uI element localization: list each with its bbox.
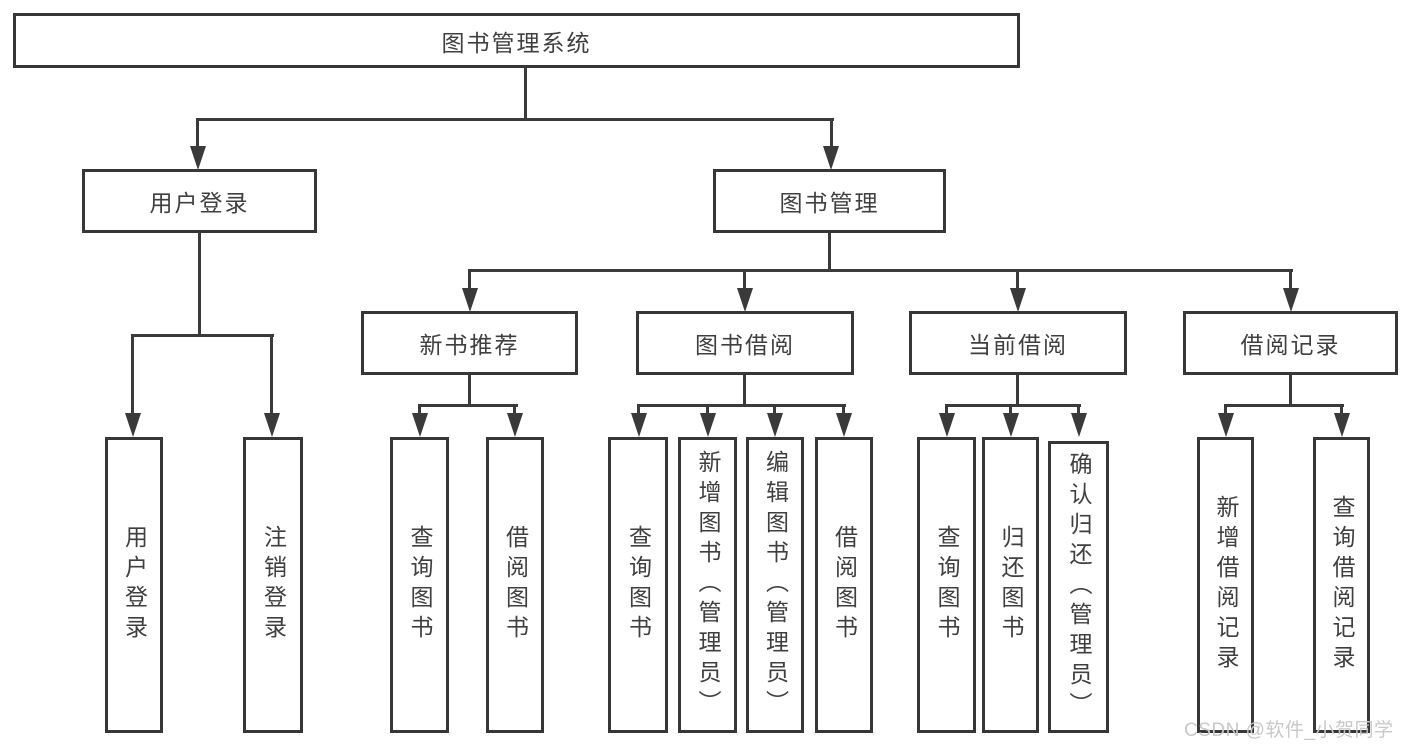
connector-line [830,118,833,146]
connector-line [270,334,273,413]
leaf-add-borrow-record: 新增借阅记录 [1197,437,1254,733]
arrow-down-icon [767,413,783,437]
node-label: 图书管理系统 [441,29,592,56]
connector-line [196,118,199,146]
arrow-down-icon [1010,288,1026,312]
connector-line [1224,404,1227,413]
arrow-down-icon [462,288,478,312]
arrow-down-icon [412,413,428,437]
node-label: 用户登录 [149,190,250,216]
node-current-borrowing: 当前借阅 [909,311,1127,375]
connector-line [945,404,948,413]
node-label: 查询图书 [625,525,652,645]
leaf-borrow-books-recommend: 借阅图书 [486,437,544,733]
connector-line [1289,375,1292,406]
node-label: 图书管理 [779,190,880,216]
leaf-return-books: 归还图书 [982,437,1039,733]
node-new-book-recommend: 新书推荐 [361,311,578,375]
arrow-down-icon [507,413,523,437]
leaf-edit-books-admin: 编辑图书（管理员） [746,437,804,733]
connector-line [1289,269,1292,288]
node-borrow-records: 借阅记录 [1183,311,1398,375]
node-label: 新书推荐 [419,332,520,358]
connector-line [468,269,471,288]
connector-line [773,404,776,413]
connector-line [1224,404,1344,407]
leaf-query-books-recommend: 查询图书 [390,437,449,733]
connector-line [418,404,518,407]
node-label: 当前借阅 [968,332,1068,358]
node-root: 图书管理系统 [13,13,1020,68]
node-book-management: 图书管理 [713,169,946,233]
connector-line [637,404,846,407]
connector-line [945,404,1081,407]
node-label: 编辑图书（管理员） [762,450,789,720]
connector-line [524,68,527,121]
arrow-down-icon [190,146,206,170]
arrow-down-icon [823,146,839,170]
node-label: 借阅记录 [1240,332,1341,358]
node-label: 借阅图书 [502,525,529,645]
node-label: 注销登录 [260,525,287,645]
csdn-watermark: CSDN @软件_小贺同学 [1184,720,1394,741]
node-user-login: 用户登录 [82,169,317,233]
arrow-down-icon [631,413,647,437]
connector-line [1077,404,1080,413]
connector-line [513,404,516,413]
arrow-down-icon [737,288,753,312]
arrow-down-icon [1071,413,1087,437]
arrow-down-icon [264,413,280,437]
connector-line [196,118,834,121]
leaf-borrow-books: 借阅图书 [815,437,873,733]
leaf-query-books-current: 查询图书 [917,437,976,733]
node-label: 新增图书（管理员） [695,450,721,720]
node-label: 用户登录 [121,525,148,645]
connector-line [1016,375,1019,406]
leaf-add-books-admin: 新增图书（管理员） [678,437,737,733]
arrow-down-icon [1003,413,1019,437]
connector-line [131,334,274,337]
connector-line [842,404,845,413]
arrow-down-icon [125,413,141,437]
node-label: 借阅图书 [831,525,858,645]
connector-line [828,233,831,271]
connector-line [743,375,746,406]
arrow-down-icon [939,413,955,437]
node-label: 查询图书 [407,525,433,645]
arrow-down-icon [836,413,852,437]
node-label: 图书借阅 [695,332,795,358]
connector-line [1009,404,1012,413]
node-label: 查询借阅记录 [1329,495,1355,675]
connector-line [1340,404,1343,413]
connector-line [131,334,134,413]
connector-line [468,375,471,406]
leaf-confirm-return-admin: 确认归还（管理员） [1048,441,1109,733]
connector-line [706,404,709,413]
arrow-down-icon [1283,288,1299,312]
node-book-borrowing: 图书借阅 [636,311,854,375]
node-label: 查询图书 [934,525,960,645]
connector-line [1016,269,1019,288]
leaf-query-books-borrowing: 查询图书 [608,437,668,733]
connector-line [418,404,421,413]
leaf-user-login: 用户登录 [105,437,163,733]
node-label: 归还图书 [998,525,1024,645]
connector-line [743,269,746,288]
connector-line [468,269,1293,272]
leaf-logout: 注销登录 [243,437,303,733]
leaf-query-borrow-record: 查询借阅记录 [1313,437,1370,733]
arrow-down-icon [700,413,716,437]
arrow-down-icon [1334,413,1350,437]
arrow-down-icon [1218,413,1234,437]
node-label: 新增借阅记录 [1213,495,1239,675]
connector-line [198,233,201,336]
connector-line [637,404,640,413]
node-label: 确认归还（管理员） [1066,452,1092,722]
